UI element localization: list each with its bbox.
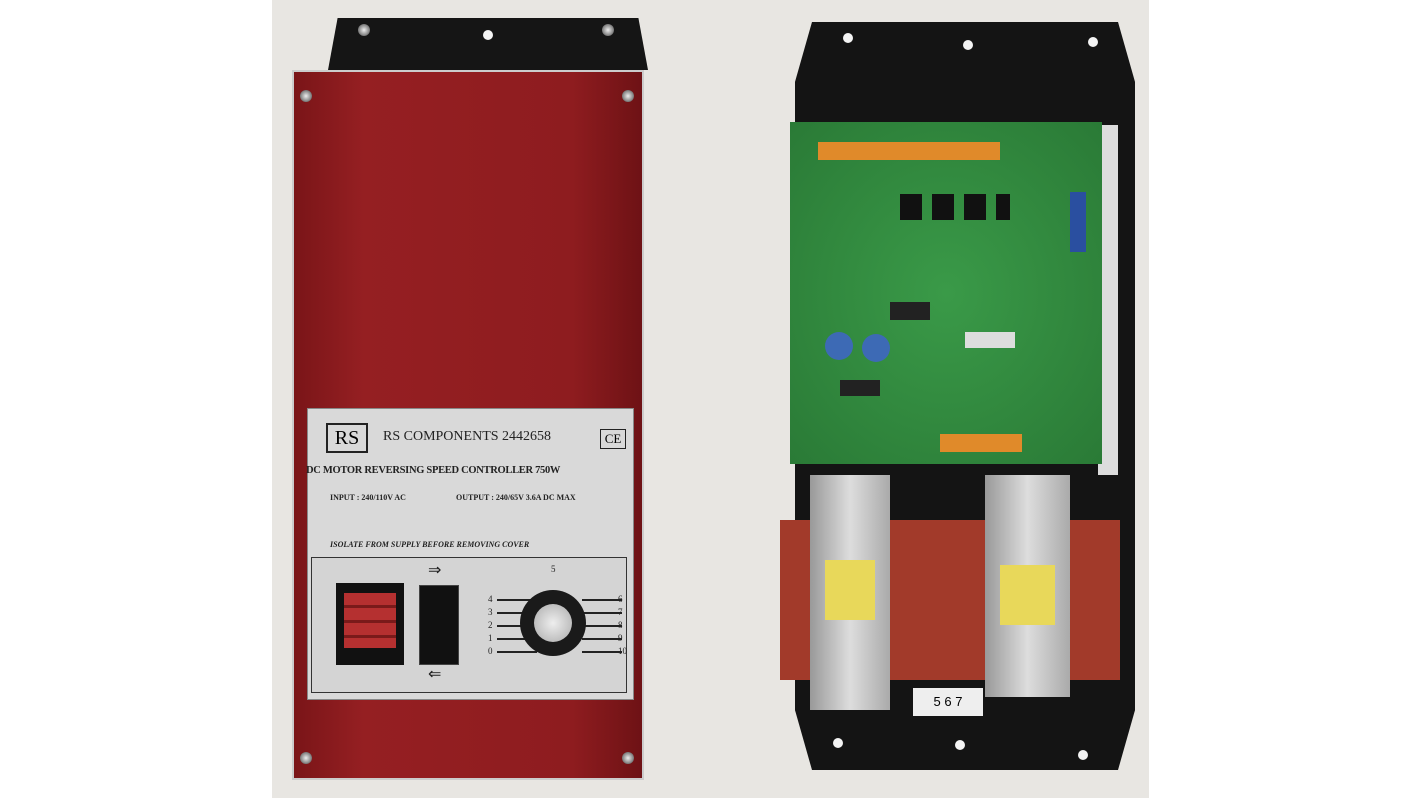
output-rating: OUTPUT : 240/65V 3.6A DC MAX (456, 493, 576, 502)
transformer-right (985, 475, 1070, 697)
input-rating: INPUT : 240/110V AC (330, 493, 406, 502)
terminal-labels: 5 6 7 (913, 688, 983, 716)
capacitor (825, 332, 853, 360)
rs-logo: RS (326, 423, 368, 453)
capacitor (862, 334, 890, 362)
forward-arrow: ⇒ (428, 562, 442, 579)
speed-knob[interactable] (520, 590, 586, 656)
ce-mark: CE (600, 429, 626, 449)
terminal-block (818, 142, 1000, 160)
circuit-board (790, 122, 1102, 464)
reverse-arrow: ⇐ (428, 666, 442, 683)
warning-text: ISOLATE FROM SUPPLY BEFORE REMOVING COVE… (330, 540, 530, 549)
nameplate: RS RS COMPONENTS 2442658 CE DC MOTOR REV… (306, 408, 634, 700)
direction-switch[interactable] (419, 585, 459, 665)
transformer-left (810, 475, 890, 710)
top-bracket (328, 18, 648, 70)
heatsink (1098, 125, 1118, 475)
product-title: DC MOTOR REVERSING SPEED CONTROLLER 750W (306, 465, 561, 476)
terminal-block (940, 434, 1022, 452)
company-text: RS COMPONENTS 2442658 (383, 429, 552, 444)
power-switch[interactable] (336, 583, 404, 665)
